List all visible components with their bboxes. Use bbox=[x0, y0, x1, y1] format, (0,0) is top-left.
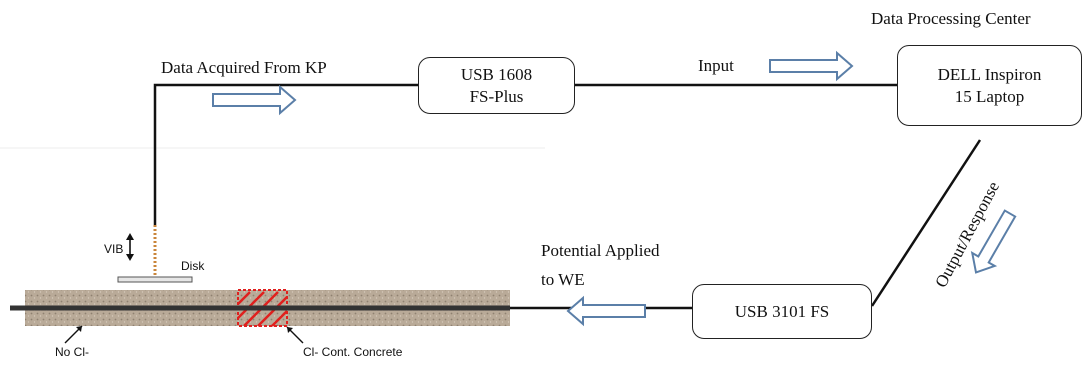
potential-applied-label: Potential Applied bbox=[541, 241, 660, 260]
dell-line1: DELL Inspiron bbox=[937, 64, 1042, 84]
dell-line2: 15 Laptop bbox=[954, 86, 1025, 106]
to-we-label: to WE bbox=[541, 270, 585, 289]
right-flow-arrow-icon bbox=[212, 84, 297, 116]
usb1608-line2: FS-Plus bbox=[469, 86, 524, 106]
kp-signal-wire bbox=[153, 83, 418, 225]
kelvin-probe-disk bbox=[117, 276, 193, 283]
usb1608-line1: USB 1608 bbox=[460, 64, 533, 84]
no-cl-label: No Cl- bbox=[55, 345, 90, 359]
no-cl-pointer bbox=[64, 325, 83, 344]
usb1608-box: USB 1608 FS-Plus bbox=[418, 57, 575, 114]
vib-label: VIB bbox=[104, 242, 124, 256]
vibration-arrow-icon bbox=[126, 233, 134, 261]
data-acquired-label: Data Acquired From KP bbox=[161, 58, 327, 77]
input-label: Input bbox=[698, 56, 734, 75]
disk-label: Disk bbox=[181, 259, 205, 273]
usb3101-line1: USB 3101 FS bbox=[734, 301, 830, 321]
data-processing-center-label: Data Processing Center bbox=[871, 9, 1031, 28]
usb3101-box: USB 3101 FS bbox=[692, 284, 872, 339]
cl-cont-concrete-label: Cl- Cont. Concrete bbox=[303, 345, 403, 359]
dell-laptop-box: DELL Inspiron 15 Laptop bbox=[897, 45, 1082, 126]
right-flow-arrow-icon bbox=[769, 50, 854, 82]
cl-cont-pointer bbox=[286, 326, 304, 344]
diagonal-flow-arrow-icon bbox=[970, 209, 1017, 274]
output-wire bbox=[870, 139, 982, 307]
left-flow-arrow-icon bbox=[566, 295, 646, 327]
